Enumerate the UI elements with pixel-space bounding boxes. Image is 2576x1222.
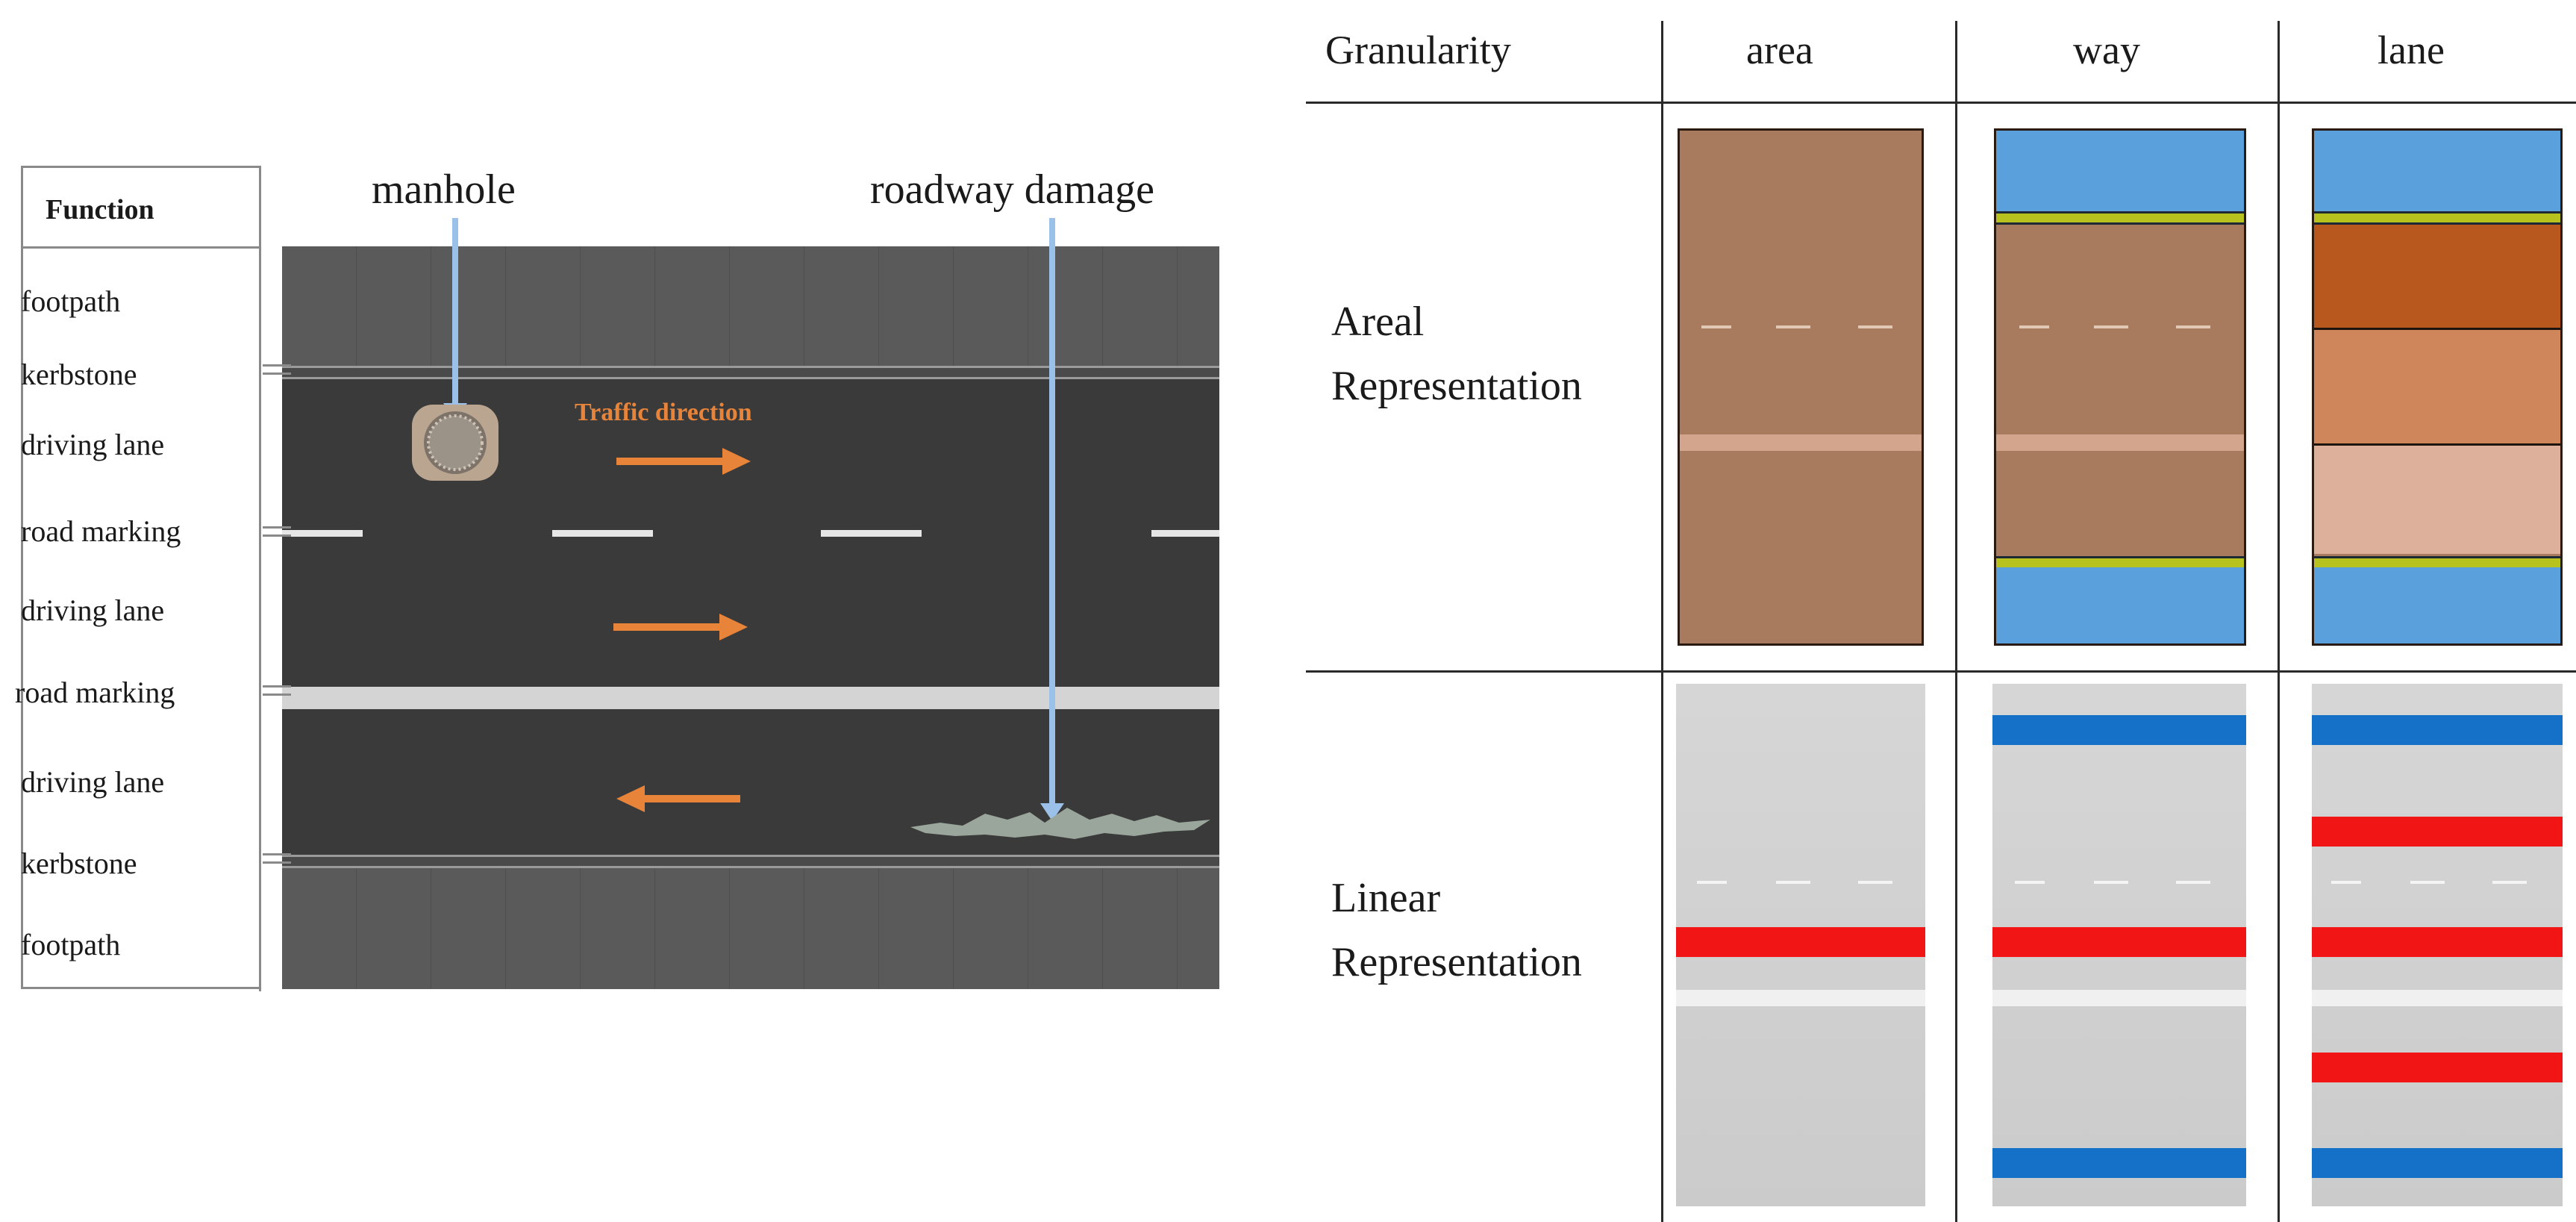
header-granularity: Granularity xyxy=(1325,28,1511,72)
fn-label-road-marking-solid: road marking xyxy=(15,676,175,709)
areal-way-sidewalk-top xyxy=(1996,131,2244,213)
linear-area-red-line xyxy=(1676,927,1925,957)
fn-label-driving-lane-3: driving lane xyxy=(21,765,165,799)
linear-way-center-marking xyxy=(1992,990,2246,1006)
header-area: area xyxy=(1746,28,1813,72)
areal-lane-3 xyxy=(2314,446,2560,554)
fn-label-driving-lane-1: driving lane xyxy=(21,428,165,461)
damage-pointer-arrow xyxy=(1049,218,1055,815)
linear-lane-red-line-1 xyxy=(2312,817,2563,847)
linear-way-dash xyxy=(2176,881,2210,884)
manhole-callout-label: manhole xyxy=(372,166,516,213)
traffic-arrow-right-icon xyxy=(616,448,751,475)
function-header-label: Function xyxy=(46,194,154,225)
row-label-linear-line1: Linear xyxy=(1331,875,1441,921)
grid-hline xyxy=(1306,670,2576,673)
linear-area-dash xyxy=(1697,881,1727,884)
row-tick xyxy=(263,364,291,375)
linear-way-blue-line-top xyxy=(1992,715,2246,745)
lane-dash xyxy=(1151,530,1219,537)
areal-area-polygon xyxy=(1678,128,1924,646)
lane-dash xyxy=(282,530,363,537)
lane-dash xyxy=(552,530,653,537)
manhole-pointer-arrow xyxy=(452,218,458,414)
manhole-icon xyxy=(412,405,498,481)
granularity-table: Granularity area way lane Areal Represen… xyxy=(1269,0,2576,1222)
linear-way-blue-line-bottom xyxy=(1992,1148,2246,1178)
traffic-arrow-right-icon xyxy=(613,614,748,640)
areal-lane-1 xyxy=(2314,225,2560,330)
function-table: Function xyxy=(21,166,261,991)
linear-lane-red-line-2 xyxy=(2312,927,2563,957)
areal-area-dash xyxy=(1858,325,1892,328)
traffic-direction-label: Traffic direction xyxy=(575,399,752,426)
areal-area-center-marking xyxy=(1680,434,1922,451)
areal-lane-2 xyxy=(2314,330,2560,446)
row-tick xyxy=(263,853,291,864)
fn-label-footpath-top: footpath xyxy=(21,284,121,318)
footpath-top xyxy=(282,246,1219,366)
footpath-bottom xyxy=(282,868,1219,989)
linear-way-red-line xyxy=(1992,927,2246,957)
solid-road-marking xyxy=(282,687,1219,709)
row-label-areal-line1: Areal xyxy=(1331,299,1425,345)
grid-vline xyxy=(1661,21,1663,1222)
grid-vline xyxy=(1955,21,1957,1222)
areal-way-sidewalk-bottom xyxy=(1996,567,2244,643)
linear-lane-dash xyxy=(2492,881,2527,884)
header-lane: lane xyxy=(2378,28,2445,72)
row-label-linear: Linear Representation xyxy=(1331,866,1582,994)
areal-way-dash xyxy=(2094,325,2128,328)
fn-label-kerbstone-bottom: kerbstone xyxy=(21,847,137,880)
roadway-damage-icon xyxy=(910,808,1210,839)
damage-arrowhead xyxy=(1040,803,1064,821)
areal-way-dash xyxy=(2176,325,2210,328)
areal-way-center-marking xyxy=(1996,434,2244,451)
lane-dash xyxy=(821,530,922,537)
areal-area-dash xyxy=(1776,325,1810,328)
row-label-areal: Areal Representation xyxy=(1331,290,1582,418)
linear-lane-dash xyxy=(2410,881,2445,884)
traffic-arrow-left-icon xyxy=(616,785,740,812)
fn-label-driving-lane-2: driving lane xyxy=(21,593,165,627)
kerbstone-bottom xyxy=(282,855,1219,868)
linear-way-dash xyxy=(2094,881,2128,884)
road-function-diagram: Function footpath kerbstone driving lane… xyxy=(0,0,1269,1222)
function-table-header: Function xyxy=(23,168,259,249)
road-cross-section xyxy=(282,246,1219,989)
linear-lane-red-line-3 xyxy=(2312,1053,2563,1082)
fn-label-kerbstone-top: kerbstone xyxy=(21,358,137,391)
linear-lane-blue-line-bottom xyxy=(2312,1148,2563,1178)
fn-label-footpath-bottom: footpath xyxy=(21,928,121,961)
row-label-linear-line2: Representation xyxy=(1331,939,1582,985)
linear-area-center-marking xyxy=(1676,990,1925,1006)
kerbstone-top xyxy=(282,366,1219,379)
linear-lane-dash xyxy=(2331,881,2361,884)
areal-way-kerb-top xyxy=(1996,213,2244,225)
areal-lane-sidewalk-bottom xyxy=(2314,567,2560,643)
header-way: way xyxy=(2073,28,2140,72)
linear-way-dash xyxy=(2015,881,2045,884)
function-table-divider xyxy=(259,249,281,991)
linear-area-dash xyxy=(1858,881,1892,884)
linear-lane-blue-line-top xyxy=(2312,715,2563,745)
areal-area-dash xyxy=(1701,325,1731,328)
areal-way-dash xyxy=(2019,325,2049,328)
areal-lane-kerb-top xyxy=(2314,213,2560,225)
row-tick xyxy=(263,526,291,537)
row-tick xyxy=(263,685,291,696)
grid-hline xyxy=(1306,102,2576,104)
row-label-areal-line2: Representation xyxy=(1331,363,1582,409)
areal-lane-sidewalk-top xyxy=(2314,131,2560,213)
linear-area-dash xyxy=(1776,881,1810,884)
fn-label-road-marking-dashed: road marking xyxy=(21,514,181,548)
linear-lane-center-marking xyxy=(2312,990,2563,1006)
roadway-damage-callout-label: roadway damage xyxy=(870,166,1154,213)
grid-vline xyxy=(2278,21,2280,1222)
